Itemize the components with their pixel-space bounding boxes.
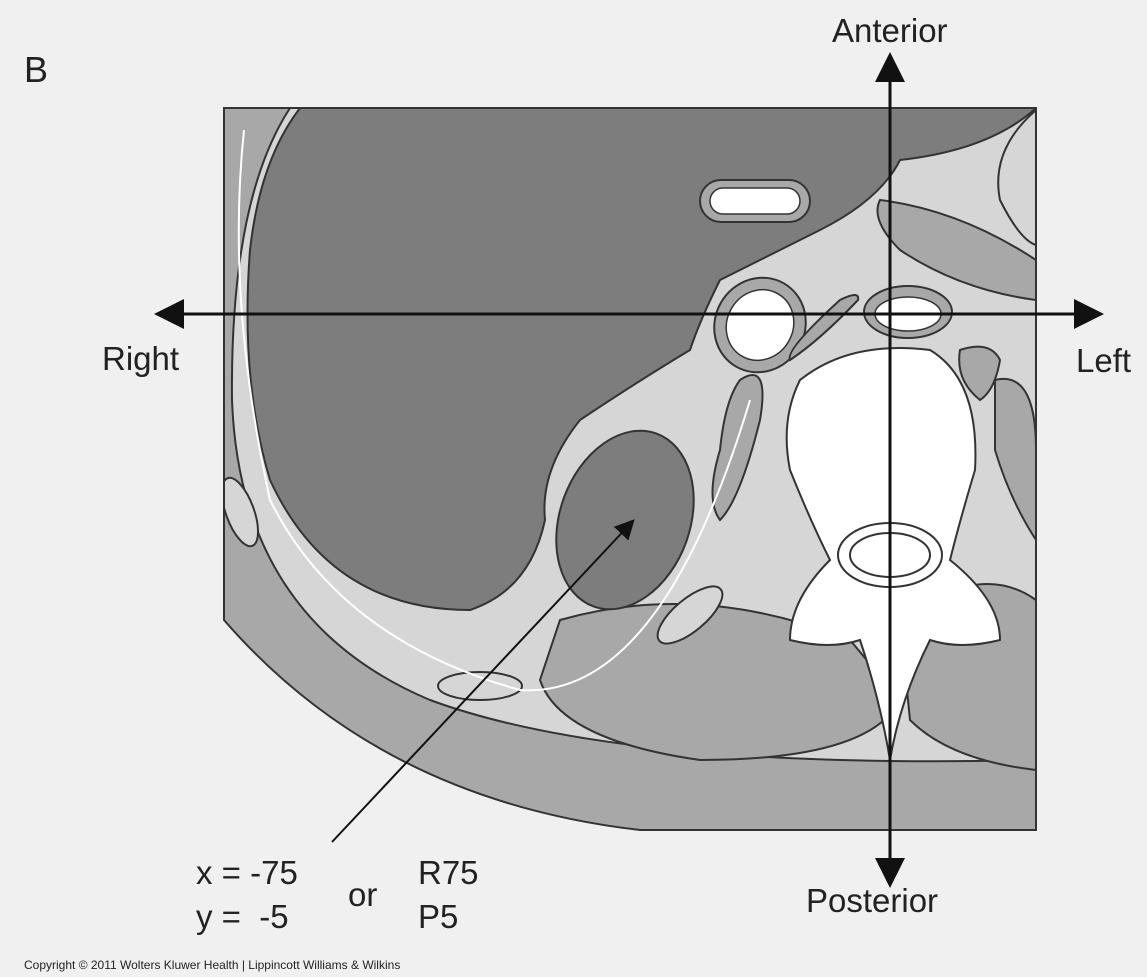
right-label: Right [102,342,179,375]
left-label: Left [1076,344,1131,377]
x-coordinate-label: x = -75 [196,856,298,889]
alt-x-label: R75 [418,856,479,889]
portal-vessel-lumen [710,188,800,214]
alt-y-label: P5 [418,900,458,933]
posterior-label: Posterior [806,884,938,917]
panel-label: B [24,52,48,88]
copyright-notice: Copyright © 2011 Wolters Kluwer Health |… [24,958,400,972]
or-label: or [348,878,377,911]
y-coordinate-label: y = -5 [196,900,289,933]
anterior-label: Anterior [832,14,948,47]
